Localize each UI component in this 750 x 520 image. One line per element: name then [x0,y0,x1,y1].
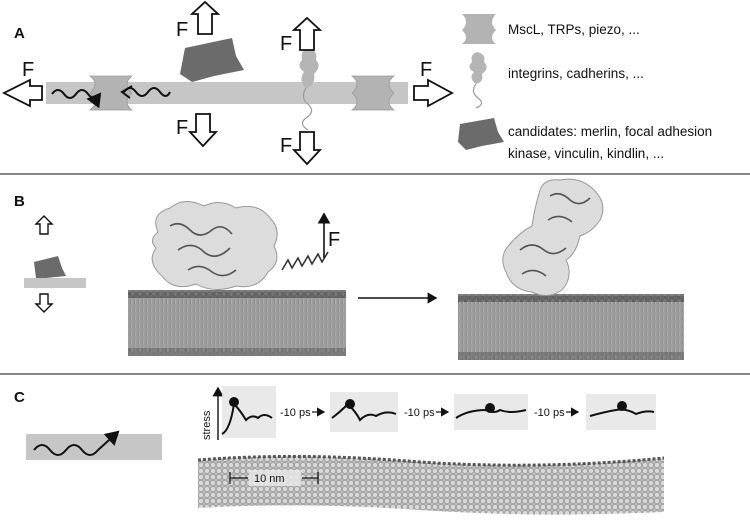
headgroups-right-bottom [458,352,684,360]
ion-channel-left [88,75,134,111]
spring-force-probe [281,251,329,271]
panel-c: C stress -10 ps -10 ps -10 ps [14,386,665,515]
candidate-protein-blob [180,38,244,82]
wave-c [33,444,99,456]
force-label-up-blob: F [176,19,188,41]
membrane-bar-a [46,82,408,104]
force-arrow-right [413,78,454,108]
force-label-right: F [420,59,432,81]
force-label-b: F [328,229,340,251]
force-arrow-down-integrin [291,131,323,166]
headgroups-left-top [128,290,346,298]
lipid-bilayer-left [128,292,346,356]
stress-pulse-3 [454,394,528,430]
panel-b: B F [14,178,684,360]
legend-candidates-line2: kinase, vinculin, kindlin, ... [508,146,664,161]
force-arrow-up-blob [189,0,221,35]
scale-bar [229,470,319,486]
wave-arrow-left [51,89,102,109]
time-step-1: -10 ps [280,407,311,419]
wave-arrow-back [120,85,133,99]
panel-a: A F F F [1,0,712,166]
stress-pulse-4 [586,394,656,430]
integrin-protein [299,48,319,131]
time-step-3: -10 ps [534,407,565,419]
force-arrow-left [1,78,43,108]
ion-channel-right [350,75,396,111]
force-label-left: F [22,59,34,81]
force-label-up-integrin: F [280,33,292,55]
legend: MscL, TRPs, piezo, ... integrins, cadher… [458,14,712,161]
time-step-2: -10 ps [404,407,435,419]
legend-candidates-line1: candidates: merlin, focal adhesion [508,124,712,139]
headgroups-left-bottom [128,348,346,356]
coarse-grained-membrane [198,456,664,515]
legend-adhesion: integrins, cadherins, ... [508,66,644,81]
force-arrow-up-integrin [291,16,323,51]
lipid-bilayer-right [458,296,684,360]
stress-axis-label: stress [201,410,213,440]
legend-integrin-icon [469,52,487,109]
stress-pulse-2 [330,392,398,432]
panel-b-schematic [24,215,86,313]
panel-a-label: A [14,25,25,42]
legend-channels: MscL, TRPs, piezo, ... [508,22,640,37]
wave-right-segment [123,87,171,97]
protein-structure-left [151,201,278,290]
force-label-down-blob: F [176,117,188,139]
force-label-down-integrin: F [280,135,292,157]
wave-arrow-c [97,430,120,451]
legend-channel-icon [462,14,496,44]
membrane-bar-c [26,434,162,460]
headgroups-right-top [458,294,684,302]
panel-c-label: C [14,389,25,406]
membrane-top-headgroups [197,454,665,467]
force-arrow-down-blob [187,113,219,148]
protein-structure-right [502,178,604,296]
legend-candidate-icon [458,118,504,150]
scale-bar-label: 10 nm [254,473,285,485]
stress-pulse-1 [221,386,276,438]
panel-b-label: B [14,193,25,210]
